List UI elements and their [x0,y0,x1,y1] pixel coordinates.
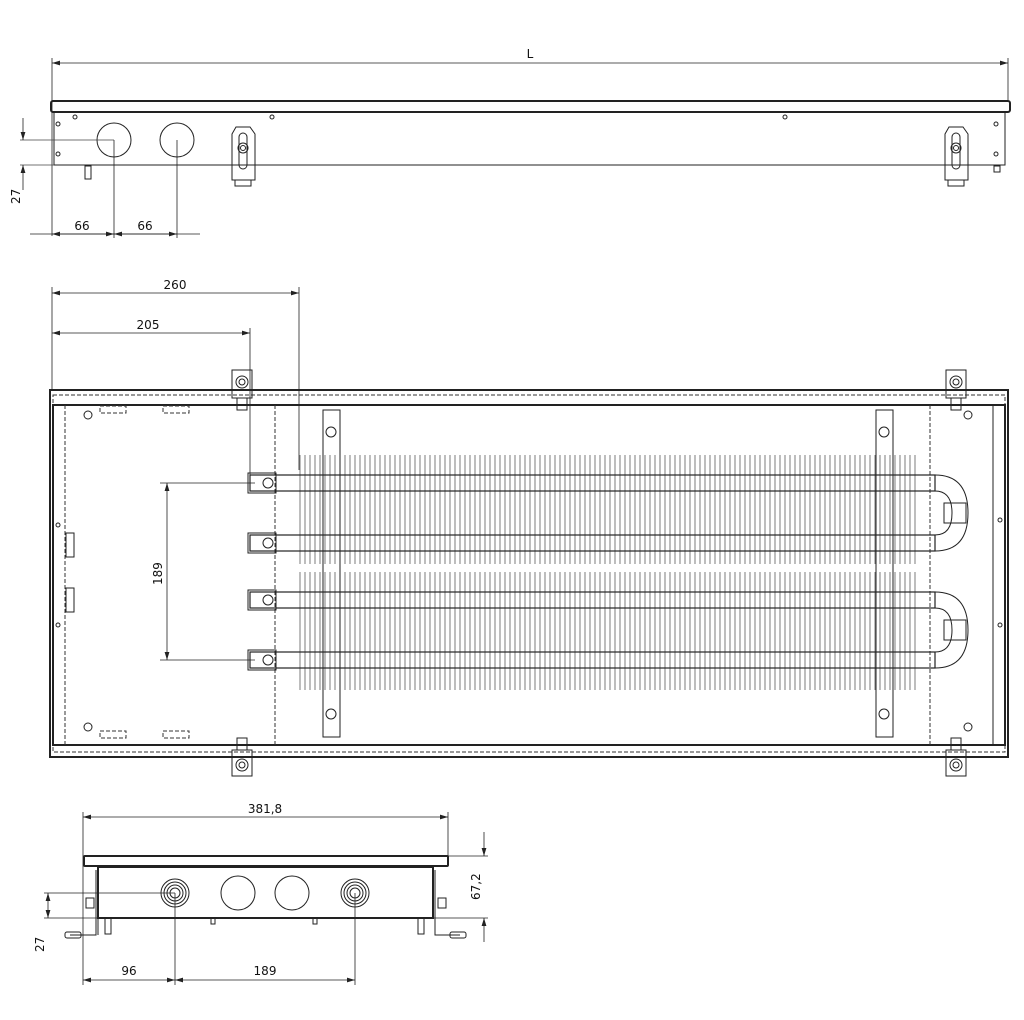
section-trough [97,866,434,919]
mounting-bracket-left [231,126,256,187]
pipe [249,651,936,669]
plan-bracket-bottom-right [945,737,967,777]
u-bend [934,591,969,669]
section-hole-b [274,875,310,911]
fitting-nut [262,654,274,666]
u-bend-fitting [943,619,967,641]
section-leg-right [434,870,460,936]
end-section-view: 381,8 67,2 27 96 189 [33,802,488,985]
plan-bracket-top-right [945,369,967,411]
dim-label-66-b: 66 [137,219,152,233]
pipe [249,591,936,609]
trough-body [53,111,1006,166]
pipe [249,534,936,552]
pipe-fitting [247,532,277,554]
section-leg-left [70,870,99,936]
dim-label-27-front: 27 [9,189,23,204]
u-bend-fitting [943,502,967,524]
heat-exchanger-fins [299,455,916,690]
support-bar-right [875,409,894,738]
u-bend [934,474,969,552]
dim-label-27-section: 27 [33,937,47,952]
pipe [249,474,936,492]
trough-inner-frame [52,404,1006,746]
front-elevation-view: L 27 66 66 [9,47,1011,238]
support-bar-left [322,409,341,738]
dim-label-66-a: 66 [74,219,89,233]
dim-label-381-8: 381,8 [248,802,282,816]
section-hole-a [220,875,256,911]
mounting-bracket-right [944,126,969,187]
plan-bracket-top-left [231,369,253,411]
top-grille-rail [50,100,1011,113]
section-grille [83,855,449,867]
dim-label-67-2: 67,2 [469,873,483,900]
fitting-nut [262,477,274,489]
trough-outer-frame [49,389,1009,758]
leg-bolt [84,165,92,180]
fitting-nut [262,594,274,606]
dim-label-189-section: 189 [254,964,277,978]
dim-label-260: 260 [164,278,187,292]
fitting-nut [262,537,274,549]
pipe-fitting [247,589,277,611]
dim-label-205: 205 [137,318,160,332]
dim-label-96: 96 [121,964,136,978]
plan-bracket-bottom-left [231,737,253,777]
plan-view: 260 205 [49,278,1009,777]
dim-label-189-plan: 189 [151,562,165,585]
dim-label-L: L [527,47,534,61]
